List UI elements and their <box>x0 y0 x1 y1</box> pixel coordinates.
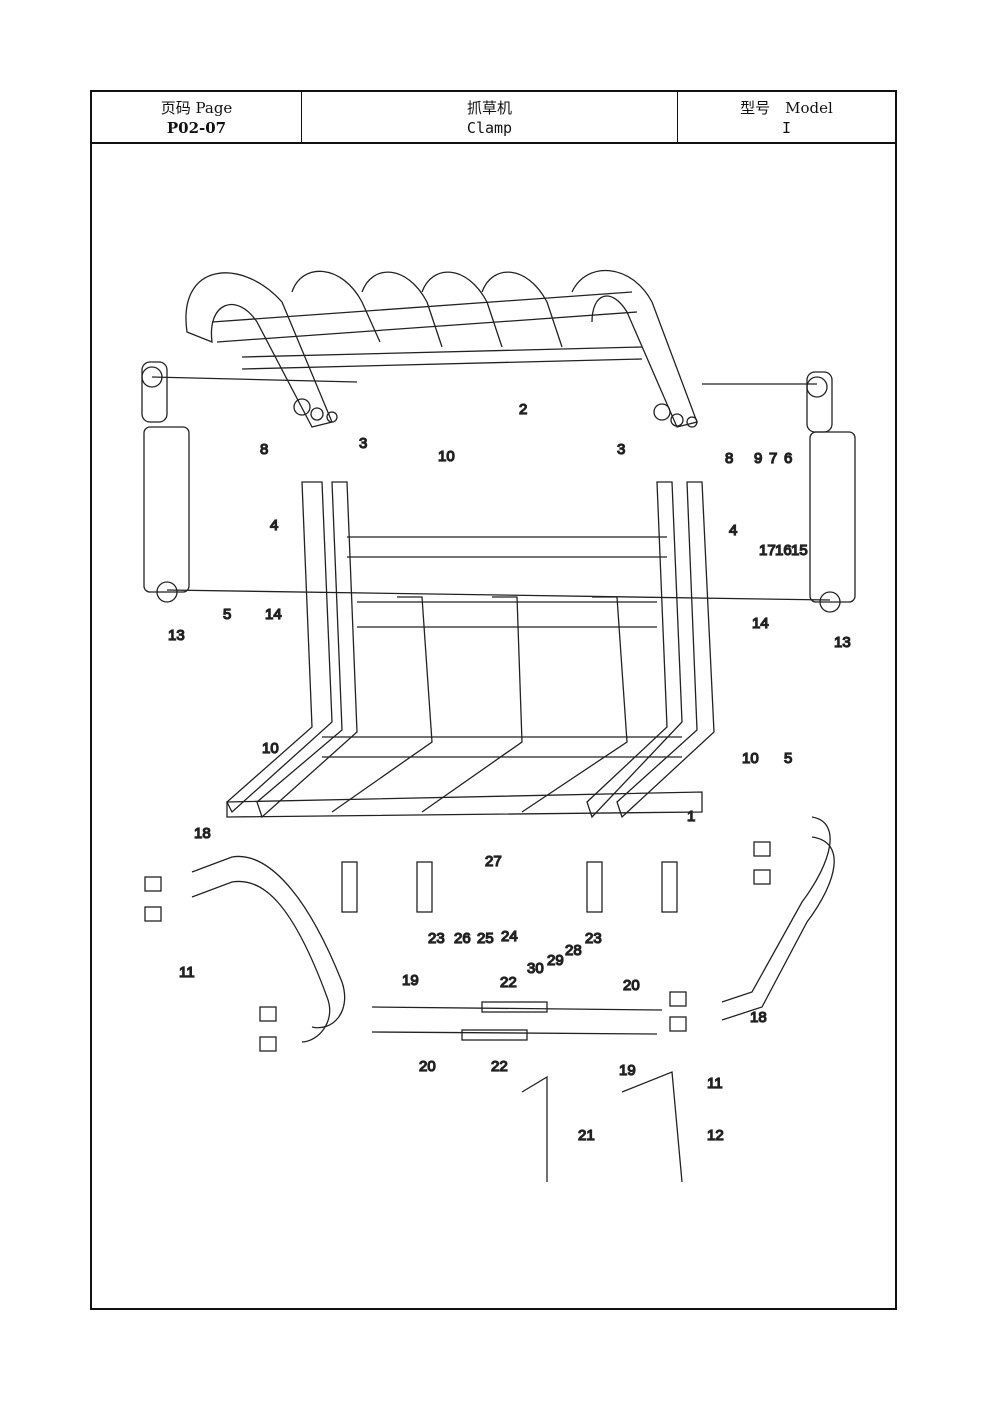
callout-14: 14 <box>265 606 282 623</box>
callout-2: 2 <box>519 401 527 418</box>
callout-23: 23 <box>428 930 445 947</box>
title-en: Clamp <box>466 119 513 137</box>
callout-18: 18 <box>194 825 211 842</box>
exploded-view-drawing: 2 3 3 8 8 9 7 6 10 4 4 17 16 15 13 13 5 … <box>92 144 895 1308</box>
main-frame <box>226 481 715 819</box>
hoses-right <box>669 816 835 1032</box>
callout-10: 10 <box>262 740 279 757</box>
callout-18: 18 <box>750 1009 767 1026</box>
bottom-pipes <box>371 1001 683 1183</box>
callout-7: 7 <box>769 450 777 467</box>
callout-5: 5 <box>784 750 792 767</box>
model-label: 型号 Model <box>740 99 833 117</box>
callout-10: 10 <box>438 448 455 465</box>
callout-16: 16 <box>775 542 792 559</box>
callout-4: 4 <box>270 517 278 534</box>
callout-1: 1 <box>687 808 695 825</box>
callout-6: 6 <box>784 450 792 467</box>
callout-26: 26 <box>454 930 471 947</box>
callout-30: 30 <box>527 960 544 977</box>
callout-20: 20 <box>623 977 640 994</box>
callout-3: 3 <box>617 441 625 458</box>
hoses-left <box>144 855 346 1052</box>
callout-22: 22 <box>500 974 517 991</box>
page-number: P02-07 <box>166 119 227 137</box>
callout-22: 22 <box>491 1058 508 1075</box>
exploded-view-svg: 2 3 3 8 8 9 7 6 10 4 4 17 16 15 13 13 5 … <box>141 269 856 1183</box>
callout-19: 19 <box>619 1062 636 1079</box>
title-cell: 抓草机 Clamp <box>302 92 678 142</box>
model-cell: 型号 Model I <box>678 92 895 142</box>
callout-11: 11 <box>179 964 195 981</box>
page-label: 页码 Page <box>160 99 233 117</box>
callout-11: 11 <box>707 1075 723 1092</box>
callout-8: 8 <box>725 450 733 467</box>
callout-9: 9 <box>754 450 762 467</box>
callout-12: 12 <box>707 1127 724 1144</box>
callout-3: 3 <box>359 435 367 452</box>
callout-25: 25 <box>477 930 494 947</box>
callout-13: 13 <box>168 627 185 644</box>
callout-5: 5 <box>223 606 231 623</box>
callout-15: 15 <box>791 542 808 559</box>
callout-27: 27 <box>485 853 502 870</box>
hydraulic-cylinders <box>141 361 856 613</box>
callout-20: 20 <box>419 1058 436 1075</box>
title-block: 页码 Page P02-07 抓草机 Clamp 型号 Model I <box>92 92 895 144</box>
callout-8: 8 <box>260 441 268 458</box>
title-cn: 抓草机 <box>466 99 512 117</box>
callout-21: 21 <box>578 1127 595 1144</box>
callout-14: 14 <box>752 615 769 632</box>
callout-19: 19 <box>402 972 419 989</box>
model-value: I <box>781 119 792 137</box>
callout-13: 13 <box>834 634 851 651</box>
mounting-plates <box>341 861 678 913</box>
page-frame: 页码 Page P02-07 抓草机 Clamp 型号 Model I <box>90 90 897 1310</box>
callout-4: 4 <box>729 522 737 539</box>
callout-10: 10 <box>742 750 759 767</box>
callout-23: 23 <box>585 930 602 947</box>
callout-17: 17 <box>759 542 776 559</box>
rake-tines <box>185 269 698 428</box>
callout-labels: 2 3 3 8 8 9 7 6 10 4 4 17 16 15 13 13 5 … <box>167 400 851 1144</box>
page-cell: 页码 Page P02-07 <box>92 92 302 142</box>
callout-24: 24 <box>501 928 518 945</box>
callout-28: 28 <box>565 942 582 959</box>
callout-29: 29 <box>547 952 564 969</box>
